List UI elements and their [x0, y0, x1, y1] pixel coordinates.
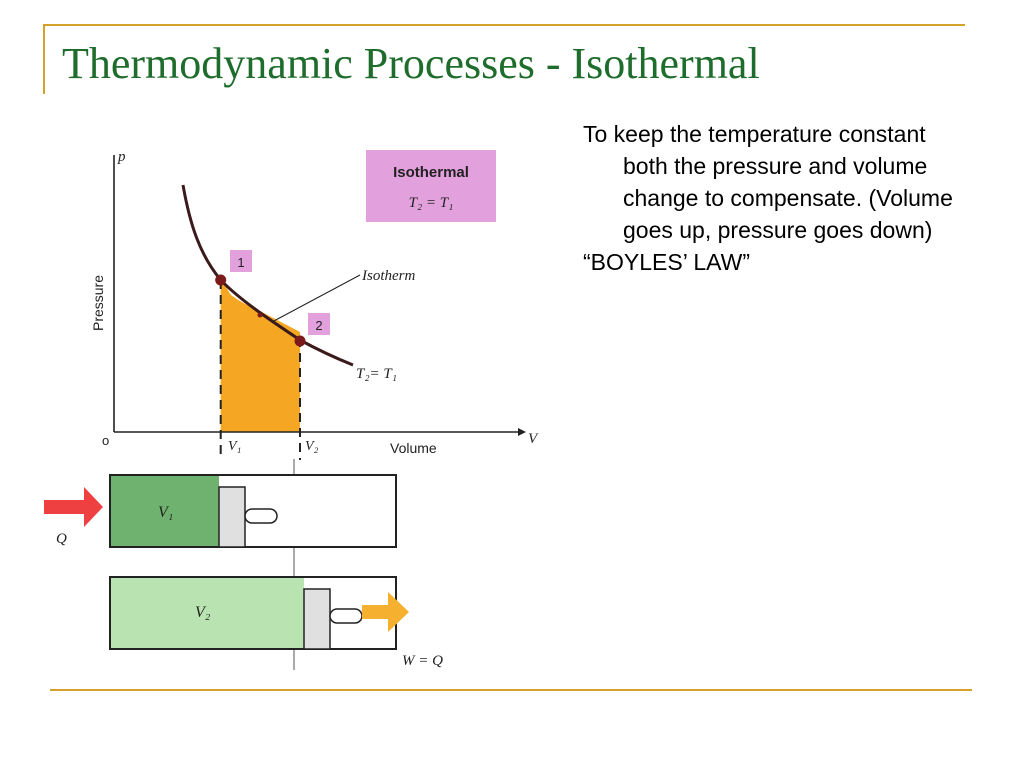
- isotherm-leader-line: [271, 274, 361, 323]
- x-axis-label: Volume: [390, 440, 437, 456]
- point-1-label: 1: [237, 255, 244, 270]
- cylinder-2-piston: [303, 588, 331, 650]
- frame-bottom-rule: [50, 689, 972, 691]
- isothermal-box-equation: T₂ = T₁: [409, 195, 454, 211]
- origin-label: o: [102, 433, 109, 448]
- work-output-label: W = Q: [402, 653, 443, 669]
- frame-top-rule: [43, 24, 965, 26]
- x-axis-arrow: [518, 428, 526, 436]
- cylinder-1-piston: [218, 486, 246, 548]
- cylinder-2-gas: [111, 578, 304, 648]
- frame-left-accent: [43, 24, 45, 94]
- cylinder-1-rod: [244, 508, 278, 524]
- v2-tick-label: V₂: [305, 439, 319, 454]
- heat-input-arrow: [44, 487, 103, 527]
- x-axis-symbol: V: [528, 431, 539, 447]
- y-axis-label: Pressure: [90, 275, 106, 331]
- cylinder-2-volume-label: V₂: [195, 604, 211, 621]
- cylinder-2: V₂ W = Q: [109, 576, 443, 669]
- work-area: [220, 280, 300, 432]
- point-2-label: 2: [315, 318, 322, 333]
- isothermal-box: [366, 150, 496, 222]
- cylinder-2-rod: [329, 608, 363, 624]
- pv-plot: 1 2 Isothermal T₂ = T₁ Isotherm T₂= T₁ p…: [90, 149, 539, 460]
- point-2-badge: [308, 313, 330, 335]
- isothermal-box-title: Isothermal: [393, 164, 469, 181]
- body-paragraph-explanation: To keep the temperature constant both th…: [583, 121, 953, 243]
- point-1-marker: [215, 274, 227, 286]
- y-axis-symbol: p: [117, 149, 126, 165]
- point-2-marker: [294, 335, 306, 347]
- cylinder-1: V₁ Q: [44, 459, 397, 670]
- work-output-arrow: [362, 592, 409, 632]
- cylinder-1-volume-label: V₁: [158, 504, 173, 521]
- curve-end-label: T₂= T₁: [356, 366, 397, 382]
- heat-input-label: Q: [56, 531, 67, 547]
- v1-tick-label: V₁: [228, 439, 241, 454]
- midpoint-dot: [257, 312, 263, 318]
- body-paragraph-boyles-law: “BOYLES’ LAW”: [583, 249, 750, 275]
- isotherm-label: Isotherm: [361, 268, 415, 284]
- slide-title: Thermodynamic Processes - Isothermal: [62, 39, 760, 88]
- isotherm-curve: [181, 184, 354, 367]
- slide-body: To keep the temperature constant both th…: [583, 118, 963, 278]
- point-1-badge: [230, 250, 252, 272]
- cylinder-1-gas: [111, 476, 219, 546]
- isothermal-diagram: 1 2 Isothermal T₂ = T₁ Isotherm T₂= T₁ p…: [44, 149, 539, 670]
